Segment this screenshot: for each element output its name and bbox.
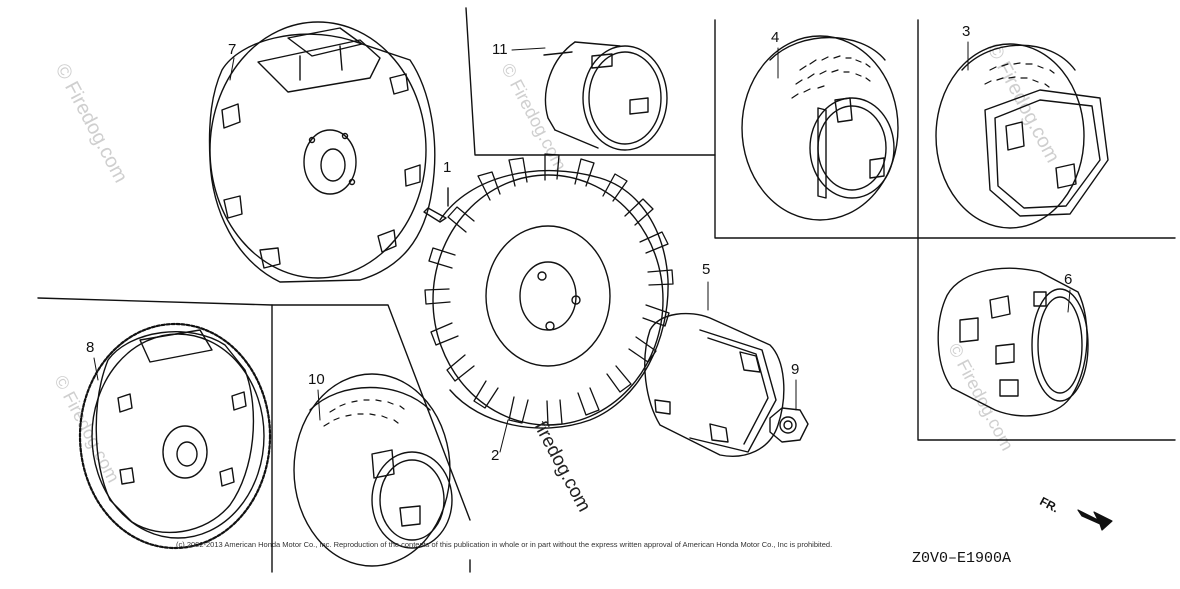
part-2-cooling-fan [424,153,674,429]
part-11-starter-cup [543,41,668,151]
callout-part-8[interactable]: 8 [86,339,95,356]
part-4-pulley [741,35,899,221]
part-2-fan-blades [424,153,674,426]
part-10-pulley [293,373,453,567]
part-5-starter-cup [644,312,785,457]
part-7-flywheel [208,21,436,283]
callout-part-6[interactable]: 6 [1064,271,1073,288]
leader-lines [93,41,1071,453]
part-6-starter-cup [937,267,1089,417]
front-direction-arrow-icon [1077,509,1113,531]
callout-part-5[interactable]: 5 [702,261,711,278]
part-9-nut [769,407,809,443]
callout-part-11[interactable]: 11 [492,41,508,58]
part-10-slots [323,399,405,427]
diagram-code: Z0V0–E1900A [912,550,1012,567]
copyright-notice: (c) 2002-2013 American Honda Motor Co., … [176,540,833,549]
part-1-key [423,187,449,223]
panel-borders [37,7,1176,573]
callout-part-4[interactable]: 4 [771,29,780,46]
callout-part-2[interactable]: 2 [491,447,500,464]
callout-part-7[interactable]: 7 [228,41,237,58]
part-3-slots [984,62,1055,88]
part-8-flywheel-ring-gear [78,322,272,550]
part-3-pulley [935,43,1109,229]
callout-part-3[interactable]: 3 [962,23,971,40]
part-4-slots [791,55,871,99]
callout-part-9[interactable]: 9 [791,361,800,378]
callout-part-10[interactable]: 10 [308,371,325,388]
callout-part-1[interactable]: 1 [443,159,452,176]
